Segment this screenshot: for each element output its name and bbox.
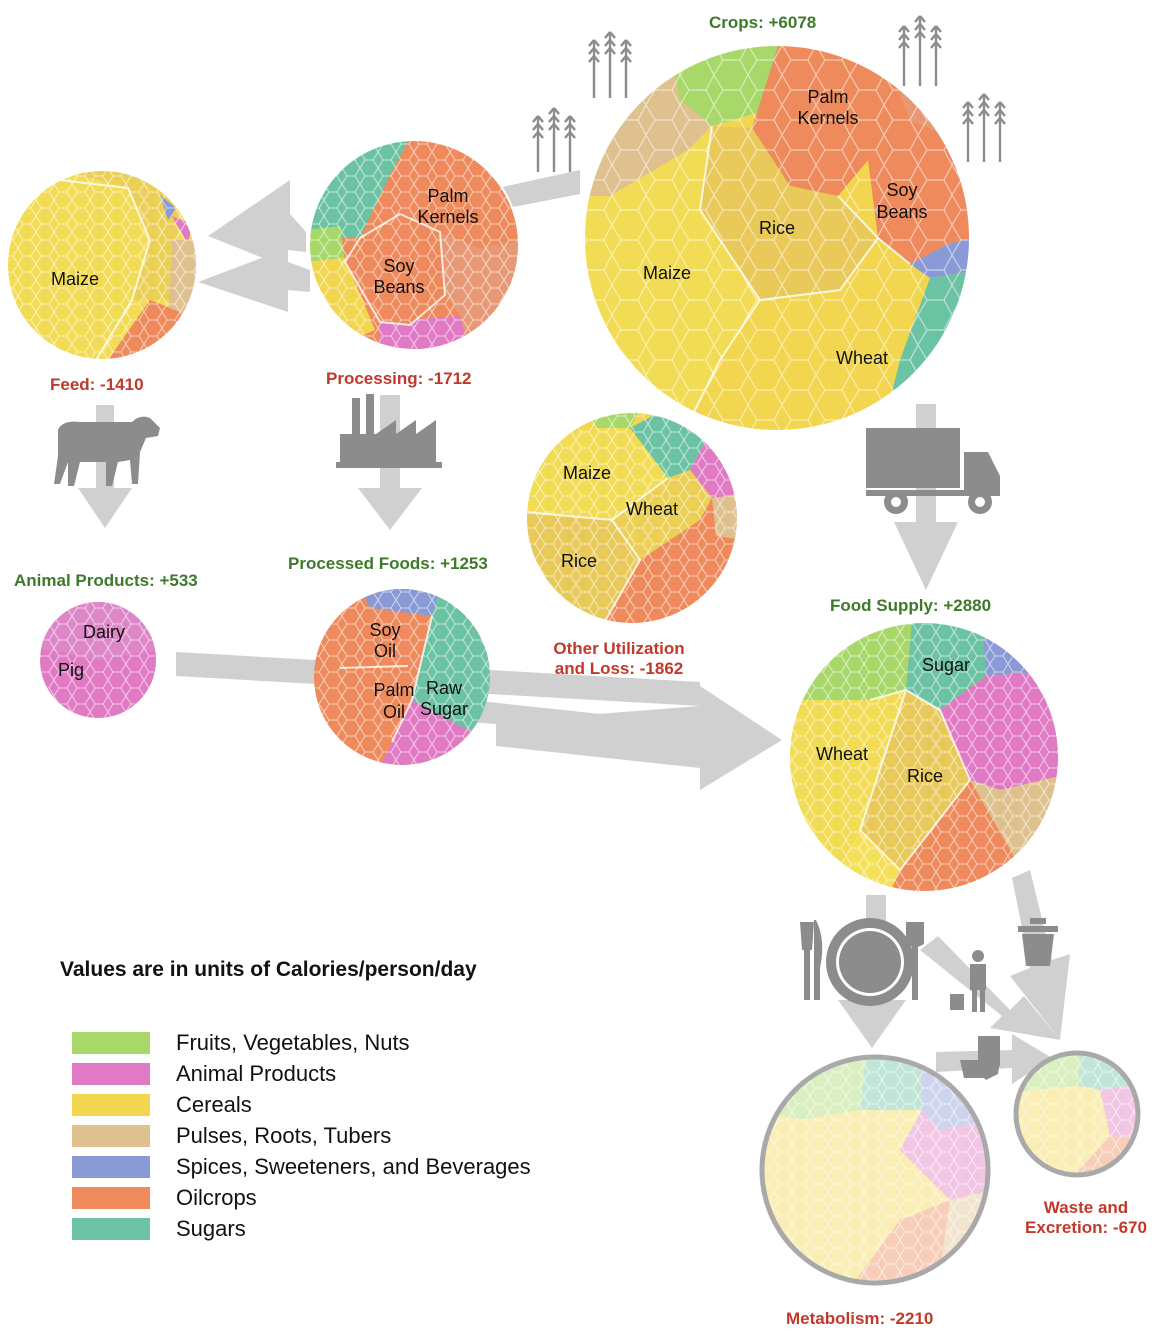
legend-swatch: [72, 1124, 150, 1147]
legend-title: Values are in units of Calories/person/d…: [60, 958, 477, 981]
legend-label: Pulses, Roots, Tubers: [176, 1122, 392, 1148]
other-rice-label: Rice: [561, 551, 597, 571]
crops-palm-line1: Palm: [807, 87, 848, 107]
cow-icon: [54, 416, 160, 486]
feed-maize-label: Maize: [51, 269, 99, 289]
legend-swatch: [72, 1155, 150, 1178]
arrow-metabolism-to-waste: [920, 936, 1060, 1040]
pf-palmoil-line1: Palm: [373, 680, 414, 700]
crops-voronoi-circle: [584, 45, 970, 431]
pf-rawsugar-line1: Raw: [426, 678, 463, 698]
waste-title-line1: Waste and: [1043, 1198, 1129, 1217]
waste-title: Waste and Excretion: -670: [1008, 1198, 1164, 1238]
other-utilization-title-line2: and Loss: -1862: [554, 659, 684, 678]
arrow-crops-to-foodsupply: [894, 404, 958, 590]
person-littering-icon: [950, 950, 986, 1012]
legend-swatch: [72, 1062, 150, 1085]
metabolism-title: Metabolism: -2210: [786, 1309, 934, 1328]
metabolism-voronoi-circle: [760, 1055, 990, 1285]
crops-title: Crops: +6078: [709, 13, 817, 32]
other-maize-label: Maize: [563, 463, 611, 483]
legend-item: Animal Products: [72, 1058, 531, 1089]
legend-label: Animal Products: [176, 1060, 337, 1086]
legend-label: Spices, Sweeteners, and Beverages: [176, 1153, 531, 1179]
processing-voronoi-circle: [309, 140, 519, 350]
proc-palm-line2: Kernels: [417, 207, 478, 227]
pf-soyoil-line2: Oil: [374, 641, 396, 661]
proc-soy-line2: Beans: [373, 277, 424, 297]
fs-sugar-label: Sugar: [922, 655, 970, 675]
proc-palm-line1: Palm: [427, 186, 468, 206]
crops-rice-label: Rice: [759, 218, 795, 238]
arrow-processed-to-foodsupply-head: [496, 686, 782, 790]
arrow-processing-to-feed-lower: [198, 248, 310, 312]
waste-voronoi-circle: [1015, 1052, 1139, 1176]
animal-pig-label: Pig: [58, 660, 84, 680]
legend-item: Cereals: [72, 1089, 531, 1120]
arrow-feed-to-animal: [78, 405, 132, 528]
legend-item: Oilcrops: [72, 1182, 531, 1213]
circle-item-labels: Palm Kernels Soy Beans Rice Maize Wheat …: [51, 87, 970, 786]
crops-wheat-label: Wheat: [836, 348, 888, 368]
truck-icon: [866, 428, 1000, 514]
animal-products-title: Animal Products: +533: [14, 571, 198, 590]
arrow-crops-to-processing: [498, 170, 580, 210]
legend-item: Fruits, Vegetables, Nuts: [72, 1027, 531, 1058]
other-wheat-label: Wheat: [626, 499, 678, 519]
legend-swatch: [72, 1217, 150, 1240]
wheat-icon: [532, 15, 1006, 172]
toilet-icon: [960, 1036, 1000, 1080]
fs-wheat-label: Wheat: [816, 744, 868, 764]
factory-icon: [336, 394, 442, 468]
pf-rawsugar-line2: Sugar: [420, 699, 468, 719]
pf-palmoil-line2: Oil: [383, 702, 405, 722]
food-supply-title: Food Supply: +2880: [830, 596, 992, 615]
legend-swatch: [72, 1186, 150, 1209]
crops-soy-line2: Beans: [876, 202, 927, 222]
legend-label: Oilcrops: [176, 1184, 257, 1210]
legend-item: Sugars: [72, 1213, 531, 1244]
legend-swatch: [72, 1093, 150, 1116]
animal-products-voronoi-circle: [40, 602, 156, 718]
legend-item: Pulses, Roots, Tubers: [72, 1120, 531, 1151]
feed-voronoi-circle: [7, 170, 197, 360]
cutlery-plate-icon: [800, 918, 924, 1006]
crops-soy-line1: Soy: [886, 180, 917, 200]
fs-rice-label: Rice: [907, 766, 943, 786]
feed-title: Feed: -1410: [50, 375, 144, 394]
legend-label: Cereals: [176, 1091, 252, 1117]
animal-dairy-label: Dairy: [83, 622, 125, 642]
pf-soyoil-line1: Soy: [369, 620, 400, 640]
other-utilization-voronoi-circle: [526, 412, 738, 624]
processing-title: Processing: -1712: [326, 369, 472, 388]
other-utilization-title-line1: Other Utilization: [553, 639, 685, 658]
crops-palm-line2: Kernels: [797, 108, 858, 128]
arrow-processing-to-feed-upper: [208, 180, 306, 268]
legend-item: Spices, Sweeteners, and Beverages: [72, 1151, 531, 1182]
crops-maize-label: Maize: [643, 263, 691, 283]
trash-can-icon: [1018, 918, 1058, 966]
legend-swatch: [72, 1031, 150, 1054]
proc-soy-line1: Soy: [383, 256, 414, 276]
legend-label: Fruits, Vegetables, Nuts: [176, 1029, 410, 1055]
processed-foods-voronoi-circle: [314, 589, 490, 765]
waste-title-line2: Excretion: -670: [1025, 1218, 1147, 1237]
processed-foods-title: Processed Foods: +1253: [288, 554, 488, 573]
other-utilization-title: Other Utilization and Loss: -1862: [540, 639, 698, 679]
legend-label: Sugars: [176, 1215, 246, 1241]
